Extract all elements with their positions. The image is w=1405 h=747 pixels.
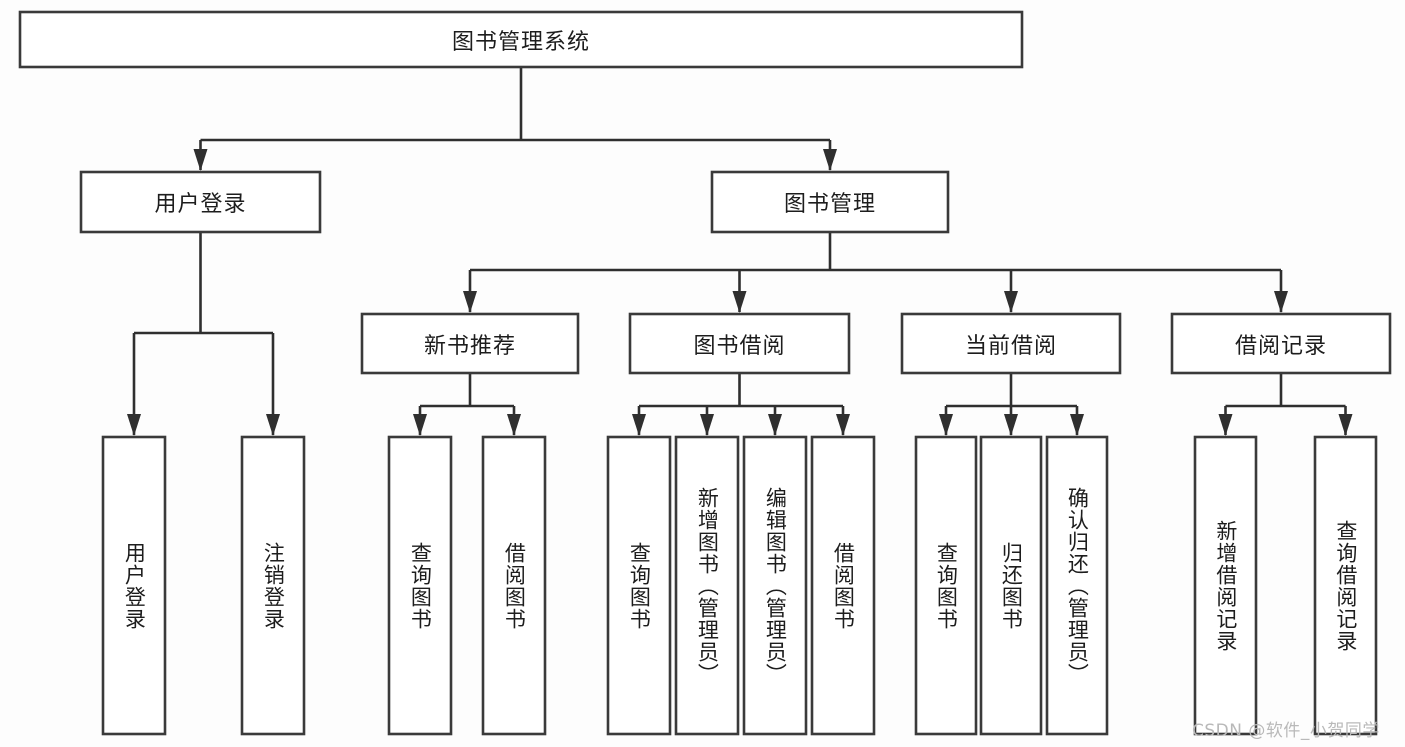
arrow-head-icon-leaf-8 bbox=[939, 414, 953, 436]
node-leaf-查询图书[interactable] bbox=[387, 435, 453, 736]
node-leaf-查询借阅记录[interactable] bbox=[1313, 435, 1378, 736]
arrow-head-icon-level2-0 bbox=[193, 149, 208, 171]
node-leaf-借阅图书[interactable] bbox=[810, 435, 876, 736]
node-leaf-归还图书[interactable] bbox=[979, 435, 1043, 736]
node-level2-图书管理[interactable] bbox=[710, 170, 950, 234]
csdn-watermark: CSDN @软件_小贺同学 bbox=[1192, 721, 1380, 741]
node-leaf-编辑图书（管理员）[interactable] bbox=[742, 435, 808, 736]
connector-layer bbox=[127, 67, 1353, 436]
arrow-head-icon-leaf-10 bbox=[1070, 414, 1084, 436]
node-leaf-新增图书（管理员）[interactable] bbox=[674, 435, 740, 736]
node-leaf-借阅图书[interactable] bbox=[481, 435, 547, 736]
arrow-head-icon-level3-0 bbox=[463, 291, 477, 313]
arrow-head-icon-leaf-2 bbox=[413, 414, 427, 436]
node-level2-用户登录[interactable] bbox=[79, 170, 322, 234]
arrow-head-icon-leaf-9 bbox=[1004, 414, 1018, 436]
node-leaf-注销登录[interactable] bbox=[240, 435, 306, 736]
node-leaf-确认归还（管理员）[interactable] bbox=[1045, 435, 1109, 736]
box-layer bbox=[18, 10, 1392, 736]
node-leaf-用户登录[interactable] bbox=[101, 435, 167, 736]
arrow-head-icon-leaf-6 bbox=[768, 414, 782, 436]
arrow-head-icon-leaf-12 bbox=[1338, 414, 1353, 436]
arrow-head-icon-leaf-3 bbox=[507, 414, 521, 436]
node-leaf-查询图书[interactable] bbox=[606, 435, 672, 736]
arrow-head-icon-leaf-7 bbox=[836, 414, 850, 436]
arrow-head-icon-level2-1 bbox=[823, 149, 837, 171]
arrow-head-icon-level3-1 bbox=[732, 291, 747, 313]
arrow-head-icon-leaf-11 bbox=[1218, 414, 1233, 436]
node-level3-新书推荐[interactable] bbox=[360, 312, 580, 375]
arrow-head-icon-leaf-0 bbox=[127, 414, 141, 436]
arrow-head-icon-level3-3 bbox=[1274, 291, 1288, 313]
node-root-图书管理系统[interactable] bbox=[18, 10, 1024, 69]
node-leaf-新增借阅记录[interactable] bbox=[1193, 435, 1258, 736]
node-leaf-查询图书[interactable] bbox=[914, 435, 978, 736]
arrow-head-icon-level3-2 bbox=[1004, 291, 1018, 313]
node-level3-当前借阅[interactable] bbox=[900, 312, 1122, 375]
arrow-head-icon-leaf-1 bbox=[266, 414, 280, 436]
node-level3-图书借阅[interactable] bbox=[628, 312, 851, 375]
node-level3-借阅记录[interactable] bbox=[1170, 312, 1392, 375]
arrow-head-icon-leaf-4 bbox=[632, 414, 646, 436]
arrow-head-icon-leaf-5 bbox=[700, 414, 714, 436]
